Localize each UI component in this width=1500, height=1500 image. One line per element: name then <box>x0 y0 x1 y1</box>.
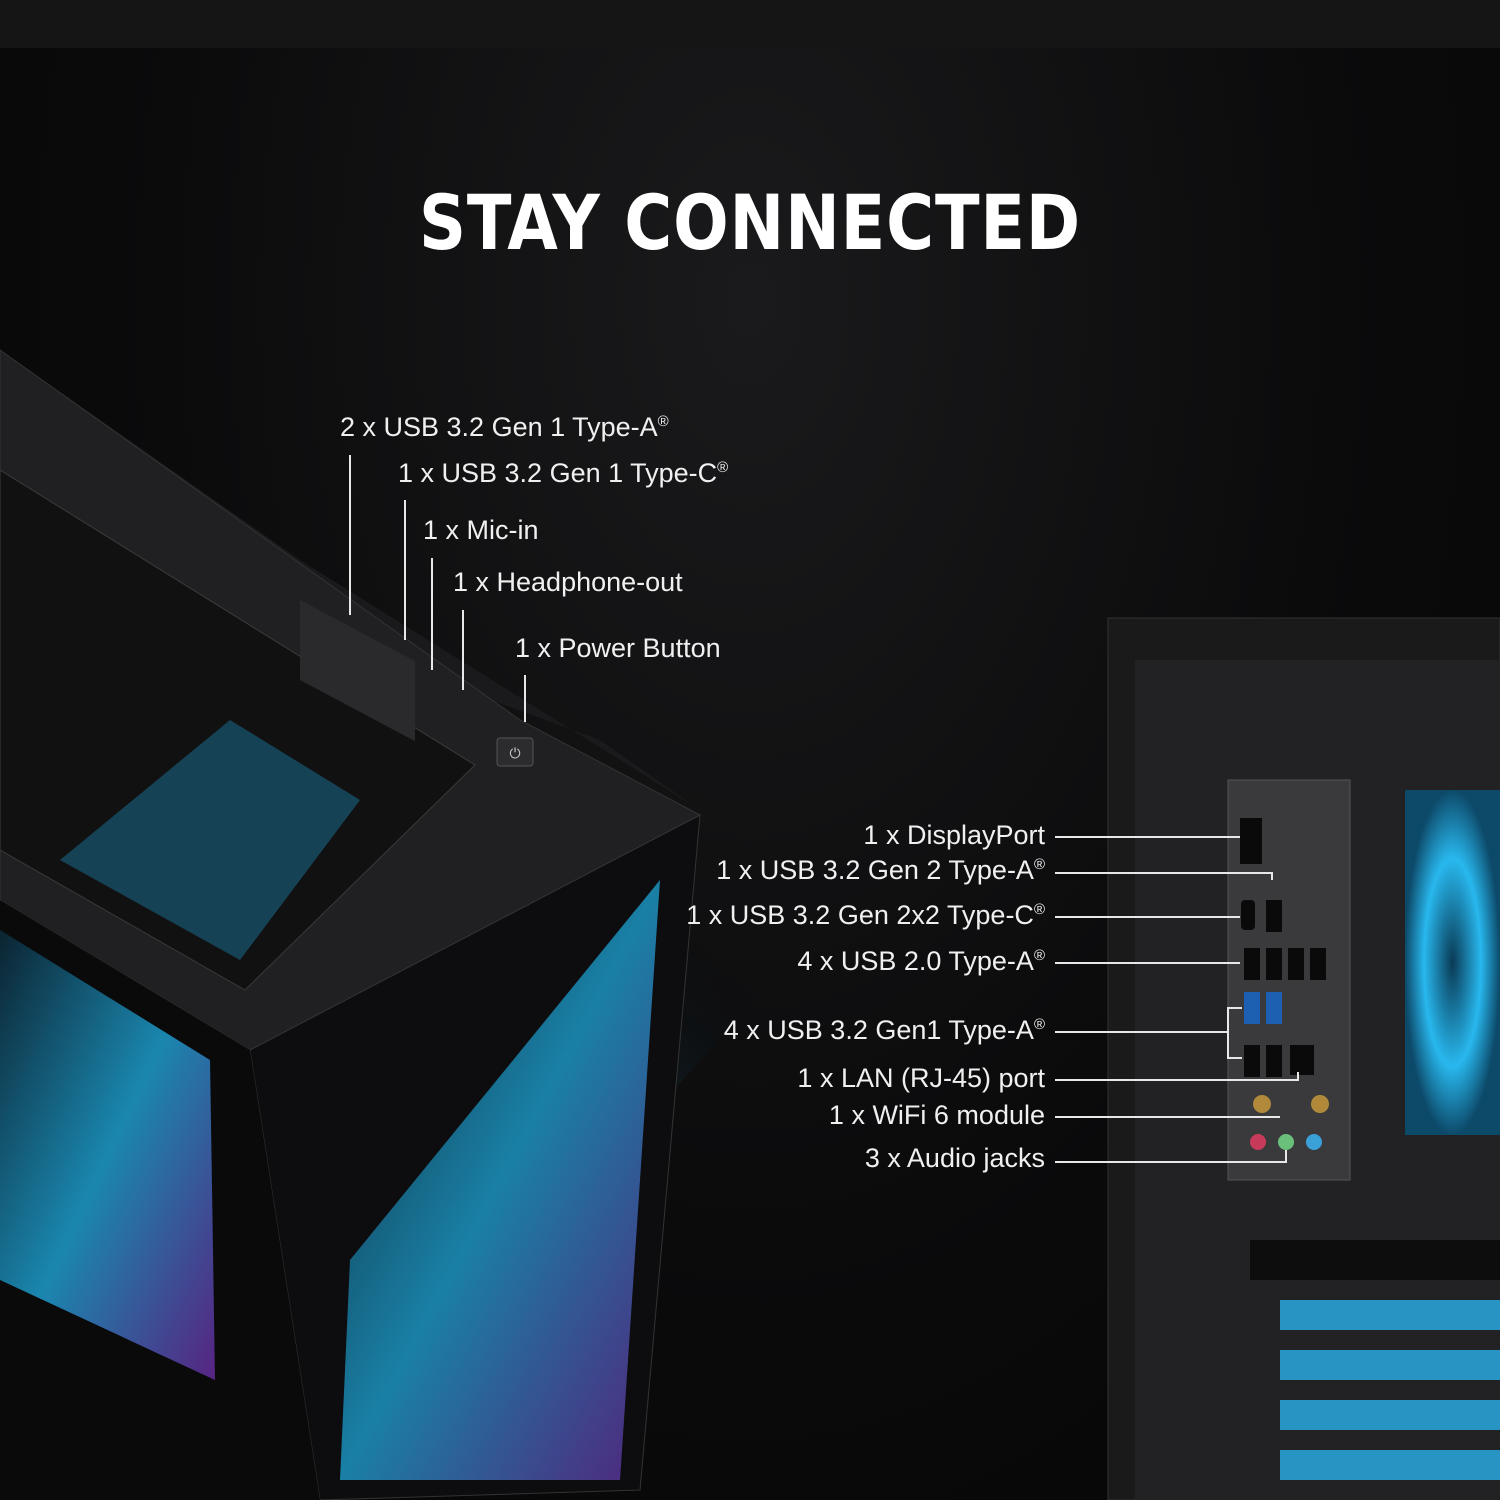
rear-io-label: 1 x LAN (RJ-45) port <box>797 1063 1045 1094</box>
label-text: 4 x USB 3.2 Gen1 Type-A <box>723 1015 1034 1045</box>
label-text: 1 x USB 3.2 Gen 2 Type-A <box>716 855 1034 885</box>
label-text: 1 x Headphone-out <box>453 567 683 597</box>
rear-fan <box>1405 790 1500 1135</box>
label-text: 4 x USB 2.0 Type-A <box>797 946 1034 976</box>
label-text: 3 x Audio jacks <box>864 1143 1045 1173</box>
registered-mark: ® <box>717 459 729 476</box>
front-io-label: 1 x Power Button <box>515 633 721 664</box>
label-text: 1 x Power Button <box>515 633 721 663</box>
label-text: 1 x WiFi 6 module <box>828 1100 1045 1130</box>
rear-io-label: 4 x USB 3.2 Gen1 Type-A® <box>724 1015 1045 1046</box>
front-io-label: 1 x Mic-in <box>423 515 539 546</box>
rear-io-label: 3 x Audio jacks <box>865 1143 1045 1174</box>
front-io-label: 1 x USB 3.2 Gen 1 Type-C® <box>398 458 728 489</box>
front-case: ⏻ <box>0 349 702 1500</box>
rear-io-label: 1 x USB 3.2 Gen 2x2 Type-C® <box>686 900 1045 931</box>
page-title: STAY CONNECTED <box>418 178 1082 267</box>
registered-mark: ® <box>1033 901 1045 918</box>
svg-text:⏻: ⏻ <box>509 745 520 761</box>
label-text: 1 x Mic-in <box>423 515 539 545</box>
label-text: 1 x USB 3.2 Gen 1 Type-C <box>398 458 718 488</box>
rear-io-label: 1 x USB 3.2 Gen 2 Type-A® <box>716 855 1045 886</box>
leader-lines <box>349 455 1299 1163</box>
label-text: 1 x LAN (RJ-45) port <box>797 1063 1045 1093</box>
power-button-icon <box>496 737 534 767</box>
label-text: 2 x USB 3.2 Gen 1 Type-A <box>340 412 658 442</box>
registered-mark: ® <box>1033 947 1045 964</box>
front-io-label: 2 x USB 3.2 Gen 1 Type-A® <box>340 412 669 443</box>
registered-mark: ® <box>1033 856 1045 873</box>
registered-mark: ® <box>657 413 669 430</box>
front-io-label: 1 x Headphone-out <box>453 567 683 598</box>
label-text: 1 x USB 3.2 Gen 2x2 Type-C <box>686 900 1034 930</box>
rear-io-label: 1 x WiFi 6 module <box>829 1100 1045 1131</box>
rear-io-label: 1 x DisplayPort <box>863 820 1045 851</box>
rear-case <box>1107 617 1500 1500</box>
label-text: 1 x DisplayPort <box>863 820 1045 850</box>
registered-mark: ® <box>1033 1016 1045 1033</box>
rear-io-label: 4 x USB 2.0 Type-A® <box>797 946 1045 977</box>
